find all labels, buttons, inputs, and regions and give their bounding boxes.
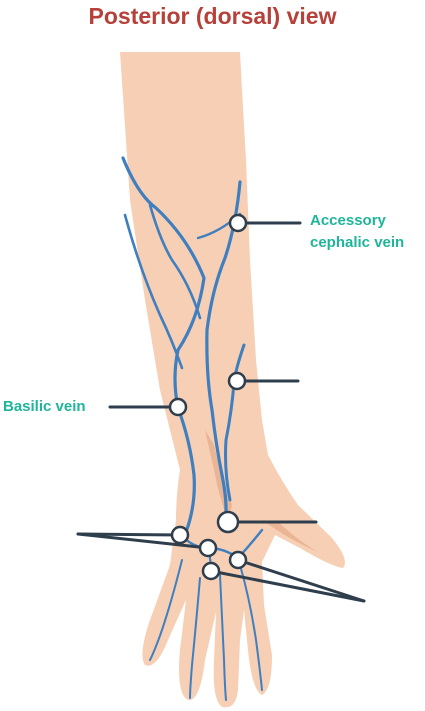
finger-vein-middle	[219, 574, 227, 701]
ulnar-branch	[123, 213, 184, 370]
median-vein	[148, 203, 202, 320]
marker-basilic	[168, 397, 188, 417]
leader-hand-left-2	[76, 532, 210, 550]
marker-hand-center	[198, 538, 218, 558]
finger-vein-index	[239, 564, 263, 691]
leader-lines	[76, 221, 366, 603]
marker-hand-radial	[228, 550, 248, 570]
marker-hand-ulnar	[170, 525, 190, 545]
label-accessory-line1: Accessory	[310, 212, 386, 229]
marker-hand-lower	[201, 561, 221, 581]
marker-cephalic	[227, 371, 247, 391]
leader-hand-left-1	[76, 532, 182, 537]
thumb-shadow	[262, 520, 318, 552]
label-basilic-vein: Basilic vein	[3, 398, 86, 415]
basilic-vein	[121, 156, 206, 534]
finger-vein-ring	[189, 577, 201, 699]
cephalic-vein	[205, 180, 242, 522]
marker-wrist	[216, 510, 240, 534]
leader-hand-right-1	[236, 558, 366, 603]
leader-hand-right-2	[209, 569, 366, 603]
finger-vein-little	[149, 559, 183, 661]
dorsal-arch	[176, 528, 264, 560]
diagram-title: Posterior (dorsal) view	[88, 3, 337, 29]
marker-accessory-cephalic	[228, 213, 248, 233]
label-accessory-cephalic-vein: Accessory cephalic vein	[310, 210, 404, 254]
vein-markers	[168, 213, 248, 581]
accessory-cephalic-vein	[224, 343, 246, 502]
label-accessory-line2: cephalic vein	[310, 234, 405, 251]
